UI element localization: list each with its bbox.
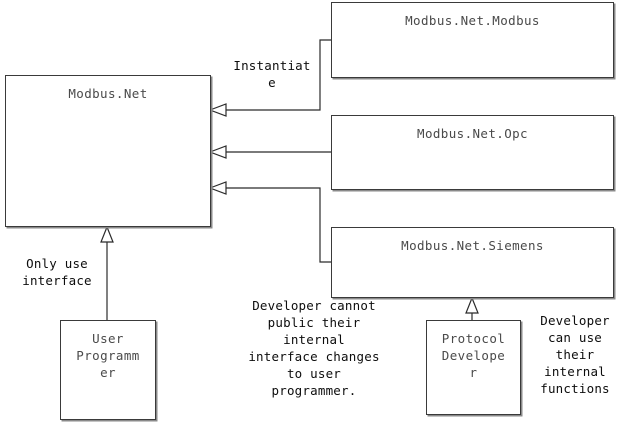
- label-only-use-interface: Only use interface: [22, 256, 92, 288]
- box-protocol-developer[interactable]: Protocol Develope r: [426, 320, 521, 415]
- box-modbus-net-label: Modbus.Net: [68, 86, 148, 101]
- label-developer-can-use: Developer can use their internal functio…: [540, 313, 610, 396]
- arrowhead-core-bottom: [208, 181, 227, 195]
- box-modbus-net-siemens[interactable]: Modbus.Net.Siemens: [331, 227, 614, 298]
- arrowhead-core-middle: [208, 145, 227, 159]
- arrowhead-siemens-bottom-edge: [465, 296, 479, 314]
- box-user-programmer[interactable]: User Programm er: [60, 320, 156, 420]
- arrowhead-core-top: [208, 103, 227, 117]
- box-modbus-net-siemens-label: Modbus.Net.Siemens: [401, 238, 544, 253]
- box-protocol-developer-label: Protocol Develope r: [441, 331, 506, 380]
- box-modbus-net-modbus-label: Modbus.Net.Modbus: [405, 13, 540, 28]
- box-modbus-net-opc[interactable]: Modbus.Net.Opc: [331, 115, 614, 190]
- box-user-programmer-label: User Programm er: [76, 331, 140, 380]
- connector-siemens-to-core: [216, 187, 331, 263]
- box-modbus-net-opc-label: Modbus.Net.Opc: [417, 126, 528, 141]
- box-modbus-net[interactable]: Modbus.Net: [5, 75, 211, 227]
- label-instantiate: Instantiat e: [233, 58, 311, 90]
- label-developer-cannot-public: Developer cannot public their internal i…: [248, 298, 380, 398]
- arrowhead-core-bottom-edge: [100, 225, 114, 243]
- box-modbus-net-modbus[interactable]: Modbus.Net.Modbus: [331, 2, 614, 78]
